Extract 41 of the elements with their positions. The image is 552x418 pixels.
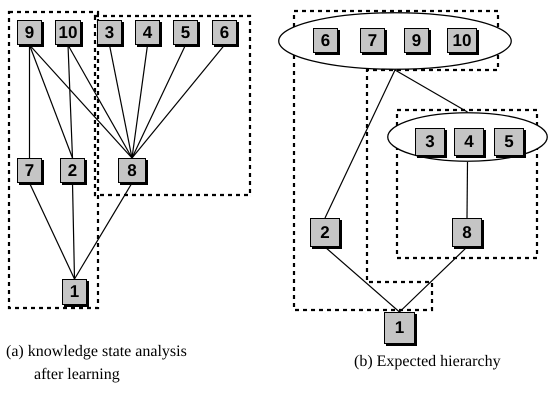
- connector-line: [67, 44, 74, 158]
- number-box: 5: [173, 20, 198, 45]
- number-box: 3: [415, 128, 445, 156]
- connector-line: [72, 182, 76, 280]
- connector-line: [394, 69, 468, 113]
- number-box: 1: [384, 312, 415, 344]
- connector-line: [28, 44, 74, 158]
- connector-line: [108, 44, 133, 158]
- connector-line: [131, 44, 148, 158]
- number-box: 7: [17, 158, 42, 183]
- figure-caption: (b) Expected hierarchy: [354, 352, 502, 372]
- number-box: 3: [97, 20, 122, 45]
- number-box: 10: [55, 20, 81, 45]
- number-box: 5: [494, 128, 524, 156]
- number-box: 2: [60, 158, 85, 183]
- connector-line: [74, 182, 133, 280]
- connector-line: [67, 44, 133, 158]
- connector-line: [466, 162, 468, 218]
- number-box: 6: [212, 20, 237, 45]
- connector-line: [28, 182, 76, 280]
- connector-line: [28, 45, 30, 158]
- connector-line: [399, 246, 468, 312]
- number-box: 4: [454, 128, 484, 156]
- number-box: 8: [452, 218, 482, 247]
- number-box: 10: [447, 28, 477, 53]
- connector-line: [324, 70, 396, 218]
- number-box: 9: [404, 28, 429, 53]
- number-box: 1: [62, 279, 87, 305]
- group-ellipse: [387, 112, 548, 162]
- figure-caption: (a) knowledge state analysis after learning: [6, 342, 188, 385]
- number-box: 4: [135, 20, 160, 45]
- number-box: 8: [118, 158, 146, 183]
- number-box: 7: [360, 28, 385, 53]
- connector-line: [132, 44, 225, 158]
- number-box: 9: [17, 20, 42, 45]
- group-ellipse: [278, 12, 512, 70]
- connector-line: [324, 246, 400, 312]
- number-box: 2: [310, 218, 340, 247]
- connector-line: [131, 44, 186, 158]
- number-box: 6: [313, 28, 338, 53]
- connector-line: [29, 44, 132, 158]
